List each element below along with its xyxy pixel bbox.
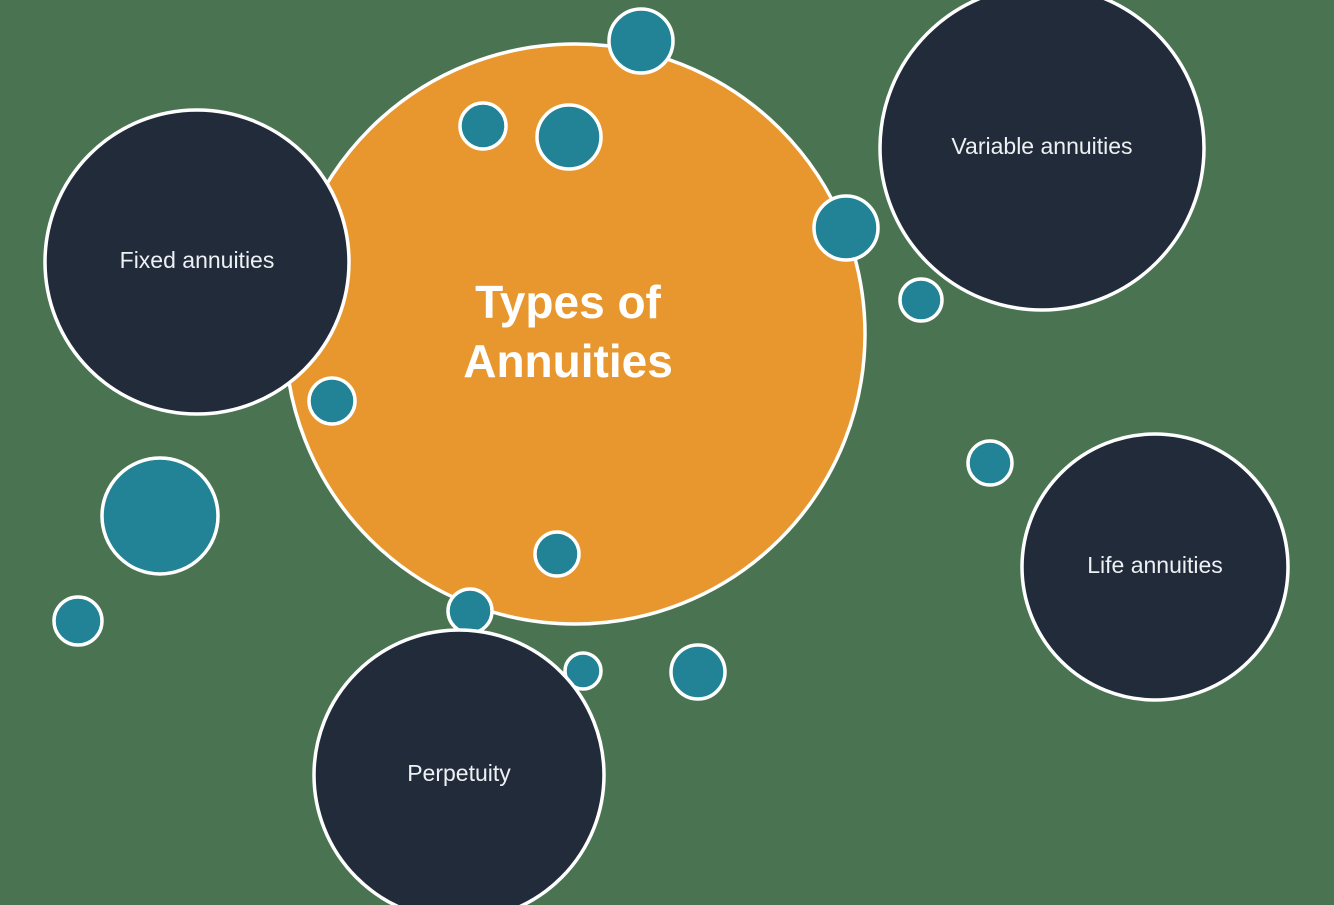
bubble-perpetuity[interactable]: Perpetuity	[312, 628, 606, 905]
bubble-fixed-annuities-shape[interactable]	[43, 108, 351, 416]
accent-bubble-9[interactable]	[533, 530, 581, 578]
bubble-variable-annuities-label: Variable annuities	[951, 133, 1132, 159]
bubble-perpetuity-label: Perpetuity	[407, 760, 511, 786]
bubble-variable-annuities-shape[interactable]	[878, 0, 1206, 312]
accent-bubble-layer-front	[307, 7, 880, 635]
accent-bubble-3[interactable]	[535, 103, 603, 171]
accent-bubble-layer-back	[52, 277, 1014, 701]
accent-bubble-10[interactable]	[446, 587, 494, 635]
accent-bubble-7[interactable]	[966, 439, 1014, 487]
accent-bubble-6[interactable]	[307, 376, 357, 426]
accent-bubble-12[interactable]	[563, 651, 603, 691]
center-title-line-2: Annuities	[463, 335, 673, 387]
bubble-perpetuity-shape[interactable]	[312, 628, 606, 905]
center-bubble-layer: Types of Annuities	[283, 42, 867, 626]
accent-bubble-11[interactable]	[52, 595, 104, 647]
bubble-life-annuities-shape[interactable]	[1020, 432, 1290, 702]
bubble-fixed-annuities-label: Fixed annuities	[120, 247, 275, 273]
bubble-fixed-annuities[interactable]: Fixed annuities	[43, 108, 351, 416]
accent-bubble-5[interactable]	[898, 277, 944, 323]
bubble-variable-annuities[interactable]: Variable annuities	[878, 0, 1206, 312]
accent-bubble-1[interactable]	[607, 7, 675, 75]
accent-bubble-2[interactable]	[458, 101, 508, 151]
bubble-life-annuities-label: Life annuities	[1087, 552, 1223, 578]
accent-bubble-13[interactable]	[669, 643, 727, 701]
accent-bubble-8[interactable]	[100, 456, 220, 576]
bubble-life-annuities[interactable]: Life annuities	[1020, 432, 1290, 702]
accent-bubble-4[interactable]	[812, 194, 880, 262]
center-title-line-1: Types of	[475, 276, 661, 328]
